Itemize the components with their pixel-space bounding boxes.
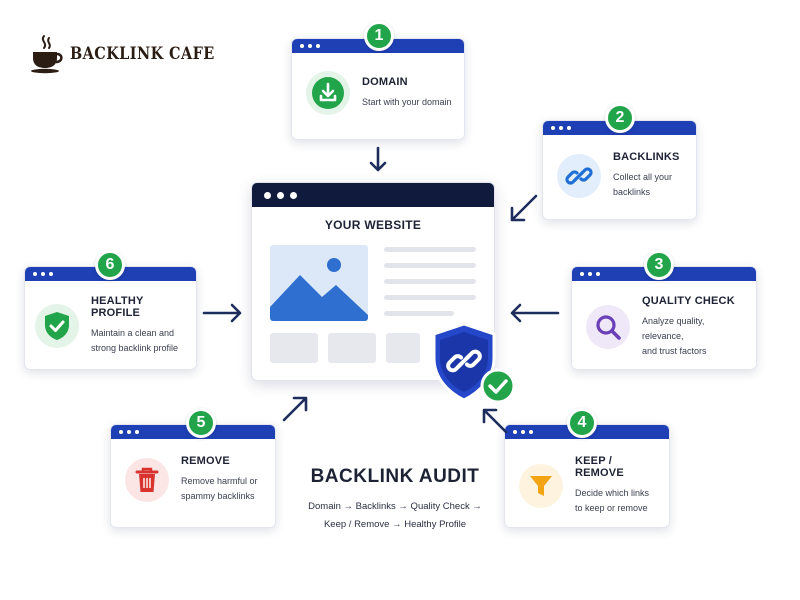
arrow-up-right-icon [282,396,308,422]
shield-check-icon [35,303,79,348]
image-placeholder-icon [270,245,368,321]
step-badge: 6 [95,250,125,280]
website-titlebar [252,183,494,207]
website-title: YOUR WEBSITE [324,218,422,232]
step-desc: Start with your domain [362,97,452,107]
step-title: DOMAIN [362,76,408,88]
audit-flow: Domain → Backlinks → Quality Check → Kee… [278,498,512,534]
brand-name: BACKLINK CAFE [70,44,215,64]
step-card-healthy-profile: 6 HEALTHY PROFILE Maintain a clean and s… [24,250,197,370]
arrow-right-icon [202,303,242,323]
step-desc: backlinks [613,187,651,197]
step-card-backlinks: 2 BACKLINKS Collect all your backlinks [542,103,697,220]
trash-icon [125,457,169,502]
step-badge: 4 [567,408,597,438]
step-badge: 2 [605,103,635,133]
step-desc: Maintain a clean and [91,328,175,338]
step-title: REMOVE [181,455,230,467]
step-card-domain: 1 DOMAIN Start with your domain [291,21,465,140]
text-line [384,311,454,316]
step-desc: spammy backlinks [181,491,255,501]
content-tile [386,333,420,363]
step-desc: Analyze quality, relevance, [642,316,705,341]
step-badge: 3 [644,250,674,280]
step-desc: Decide which links [575,488,650,498]
magnifier-icon [586,305,630,349]
arrow-up-left-icon [482,408,508,434]
step-desc: and trust factors [642,346,707,356]
step-desc: to keep or remove [575,503,648,513]
audit-flow-line: Domain → Backlinks → Quality Check → [308,501,482,512]
step-desc: Collect all your [613,172,673,182]
text-line [384,263,476,268]
arrow-down-icon [369,146,387,172]
step-title: HEALTHY PROFILE [91,295,144,319]
text-line [384,279,476,284]
step-badge: 5 [186,408,216,438]
text-line [384,247,476,252]
step-card-keep-remove: 4 KEEP / REMOVE Decide which links to ke… [504,408,670,528]
step-title: KEEP / REMOVE [575,455,624,479]
step-desc: Remove harmful or [181,476,258,486]
step-badge: 1 [364,21,394,51]
brand-logo: BACKLINK CAFE [30,34,240,74]
audit-flow-line: Keep / Remove → Healthy Profile [323,519,467,530]
step-card-remove: 5 REMOVE Remove harmful or spammy backli… [110,408,276,528]
coffee-cup-icon [31,35,63,74]
arrow-down-left-icon [510,194,538,222]
arrow-left-icon [510,303,560,323]
step-card-quality-check: 3 QUALITY CHECK Analyze quality, relevan… [571,250,757,370]
content-tile [270,333,318,363]
step-title: QUALITY CHECK [642,295,735,307]
download-icon [306,71,350,115]
filter-icon [519,463,563,508]
shield-link-icon [432,322,516,404]
step-title: BACKLINKS [613,151,680,163]
text-line [384,295,476,300]
link-icon [557,153,601,198]
audit-title: BACKLINK AUDIT [310,466,480,487]
step-desc: strong backlink profile [91,343,179,353]
content-tile [328,333,376,363]
